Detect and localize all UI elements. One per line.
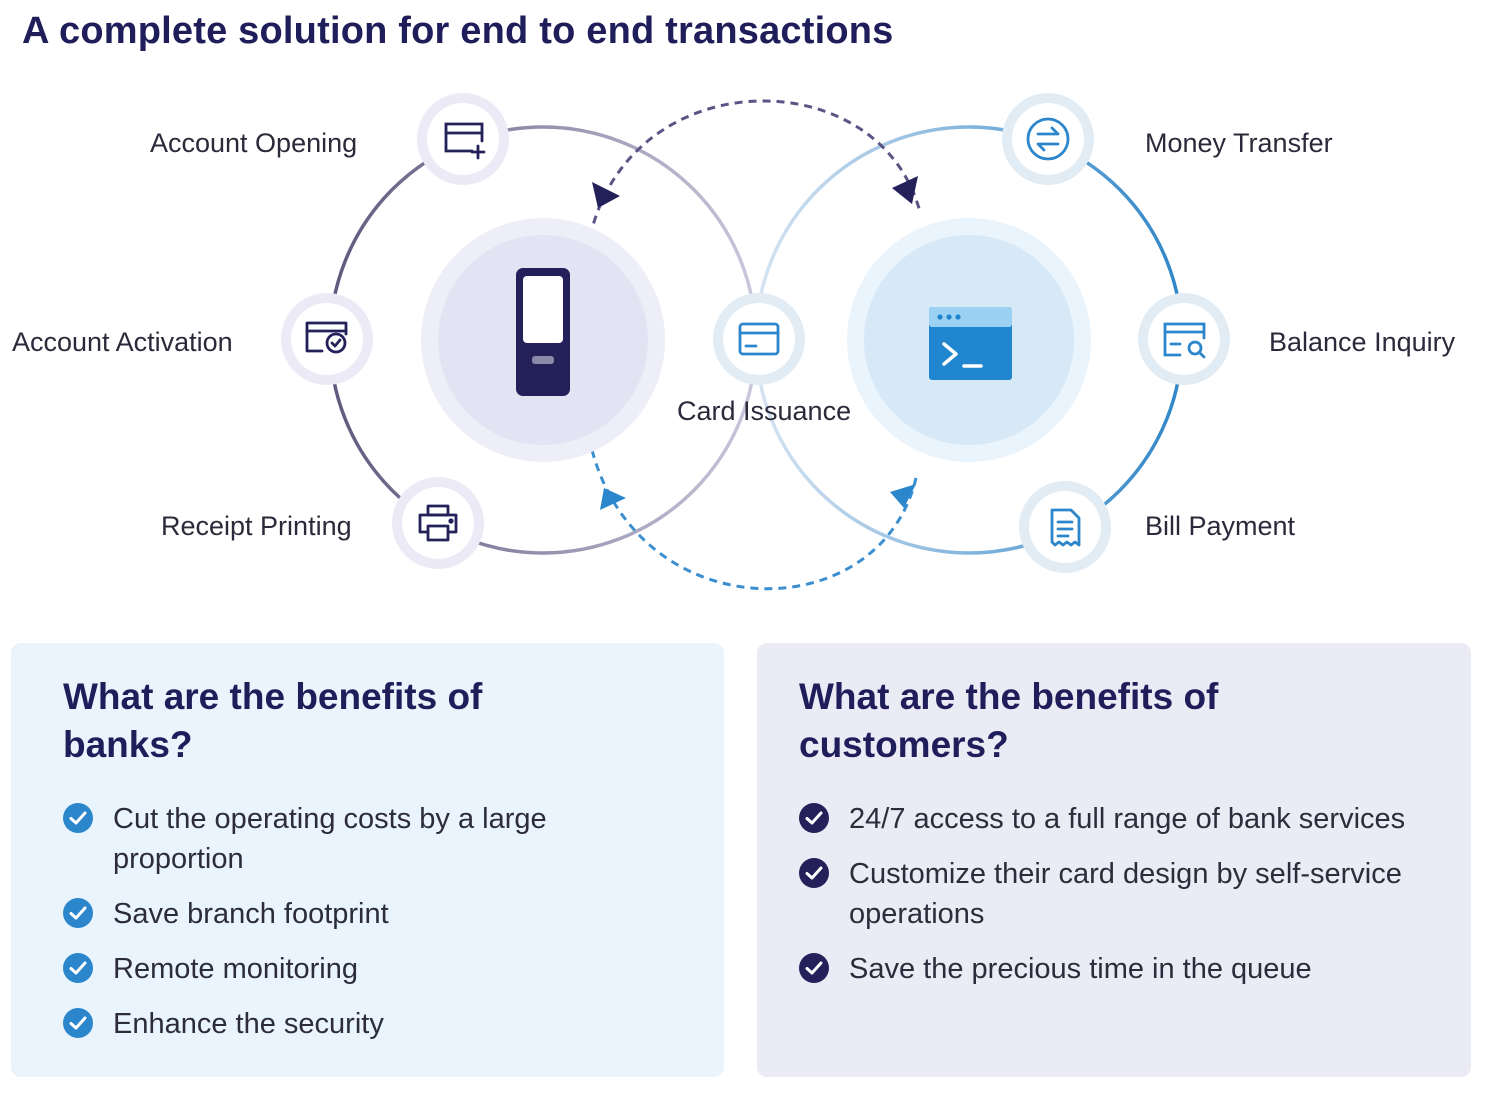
label-account-activation: Account Activation <box>12 327 233 357</box>
node-bill-payment <box>1019 481 1111 573</box>
label-balance-inquiry: Balance Inquiry <box>1269 327 1456 357</box>
banks-benefits-panel: What are the benefits of banks? Cut the … <box>11 643 724 1077</box>
node-money-transfer <box>1002 93 1094 185</box>
check-circle-icon <box>799 803 829 833</box>
list-item: 24/7 access to a full range of bank serv… <box>799 799 1409 839</box>
list-item: Save the precious time in the queue <box>799 949 1409 989</box>
list-item: Save branch footprint <box>63 894 673 934</box>
credit-card-icon <box>738 322 780 356</box>
label-card-issuance: Card Issuance <box>677 396 852 426</box>
top-dashed-arc <box>588 99 922 238</box>
list-item: Enhance the security <box>63 1004 673 1044</box>
list-item-text: Enhance the security <box>113 1008 384 1040</box>
customers-benefits-list: 24/7 access to a full range of bank serv… <box>799 799 1471 989</box>
check-circle-icon <box>799 953 829 983</box>
terminal-window-icon <box>929 307 1012 380</box>
arrowhead-top-left <box>592 182 620 208</box>
check-circle-icon <box>63 953 93 983</box>
list-item: Cut the operating costs by a large propo… <box>63 799 673 879</box>
label-bill-payment: Bill Payment <box>1145 511 1296 541</box>
list-item-text: Cut the operating costs by a large propo… <box>113 803 547 875</box>
banks-heading: What are the benefits of banks? <box>63 676 483 765</box>
list-item-text: Customize their card design by self-serv… <box>849 858 1402 930</box>
check-circle-icon <box>63 898 93 928</box>
bottom-dashed-arc <box>590 449 918 591</box>
node-account-activation <box>281 293 373 385</box>
banks-benefits-list: Cut the operating costs by a large propo… <box>63 799 724 1044</box>
list-item: Remote monitoring <box>63 949 673 989</box>
arrowhead-bottom-right <box>890 484 916 508</box>
card-search-icon <box>1163 322 1206 359</box>
printer-icon <box>418 504 458 542</box>
check-circle-icon <box>63 1008 93 1038</box>
node-card-issuance <box>713 293 805 385</box>
check-circle-icon <box>799 858 829 888</box>
list-item-text: Save branch footprint <box>113 898 389 930</box>
node-balance-inquiry <box>1138 293 1230 385</box>
list-item: Customize their card design by self-serv… <box>799 854 1409 934</box>
list-item-text: 24/7 access to a full range of bank serv… <box>849 803 1406 835</box>
card-check-icon <box>305 321 348 354</box>
customers-heading: What are the benefits of customers? <box>799 676 1219 765</box>
label-money-transfer: Money Transfer <box>1145 128 1333 158</box>
receipt-icon <box>1050 508 1081 547</box>
transfer-arrows-icon <box>1026 117 1070 161</box>
customers-benefits-panel: What are the benefits of customers? 24/7… <box>757 643 1471 1077</box>
arrowhead-top-right <box>892 176 918 204</box>
list-item-text: Save the precious time in the queue <box>849 953 1312 985</box>
card-add-icon <box>444 122 486 160</box>
node-receipt-printing <box>392 477 484 569</box>
node-account-opening <box>417 93 509 185</box>
transaction-diagram <box>281 93 1230 591</box>
kiosk-icon <box>516 268 570 396</box>
page-title: A complete solution for end to end trans… <box>22 10 894 52</box>
label-receipt-printing: Receipt Printing <box>161 511 352 541</box>
list-item-text: Remote monitoring <box>113 953 358 985</box>
arrowhead-bottom-left <box>600 488 626 510</box>
check-circle-icon <box>63 803 93 833</box>
label-account-opening: Account Opening <box>150 128 358 158</box>
